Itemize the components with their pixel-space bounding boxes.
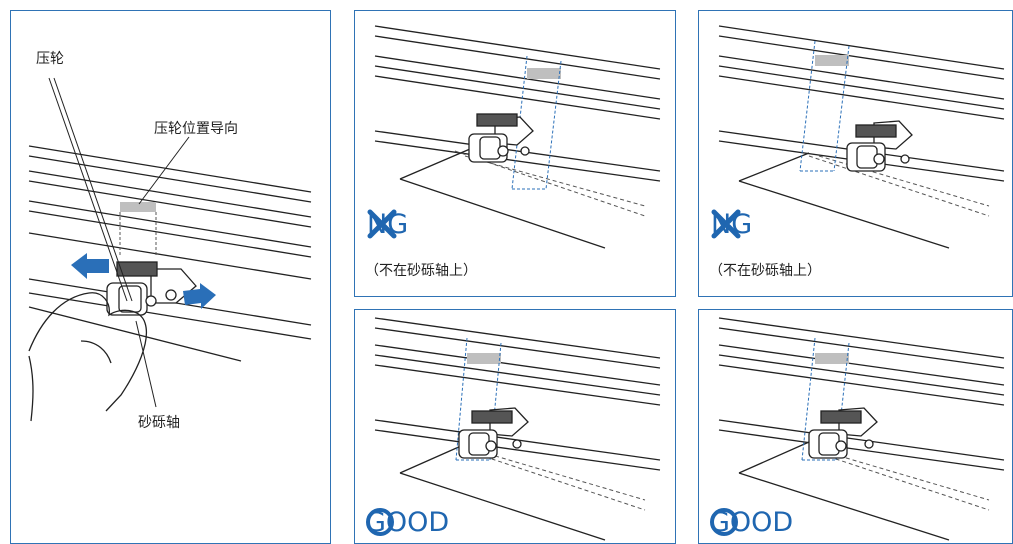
grit-shaft-label: 砂砾轴 [138,415,180,431]
circle-icon [366,508,394,536]
ng-note-1: （不在砂砾轴上） [365,263,477,279]
right-arrow-icon [183,283,216,309]
cross-icon [711,209,741,239]
good-status-1: GOOD [365,507,449,538]
good-illustration-2 [718,317,1005,541]
pinch-roller [106,261,197,316]
good-panel-1: GOOD [354,309,676,544]
main-illustration [28,77,312,422]
cross-icon [367,209,397,239]
ng-panel-1: NG （不在砂砾轴上） [354,10,676,297]
good-illustration-1 [374,317,661,541]
ng-status-2: NG [711,209,752,240]
circle-icon [710,508,738,536]
ng-panel-2: NG （不在砂砾轴上） [698,10,1013,297]
ng-illustration-1 [374,25,661,249]
main-illustration-panel: 压轮 压轮位置导向 砂砾轴 [10,10,331,544]
left-arrow-icon [71,253,109,279]
guide-label: 压轮位置导向 [154,121,238,137]
ng-status-1: NG [367,209,408,240]
pinch-roller-label: 压轮 [36,51,64,67]
good-status-2: GOOD [709,507,793,538]
guide-window [120,202,156,212]
hand [28,292,147,422]
good-panel-2: GOOD [698,309,1013,544]
ng-note-2: （不在砂砾轴上） [709,263,821,279]
ng-illustration-2 [718,25,1005,249]
